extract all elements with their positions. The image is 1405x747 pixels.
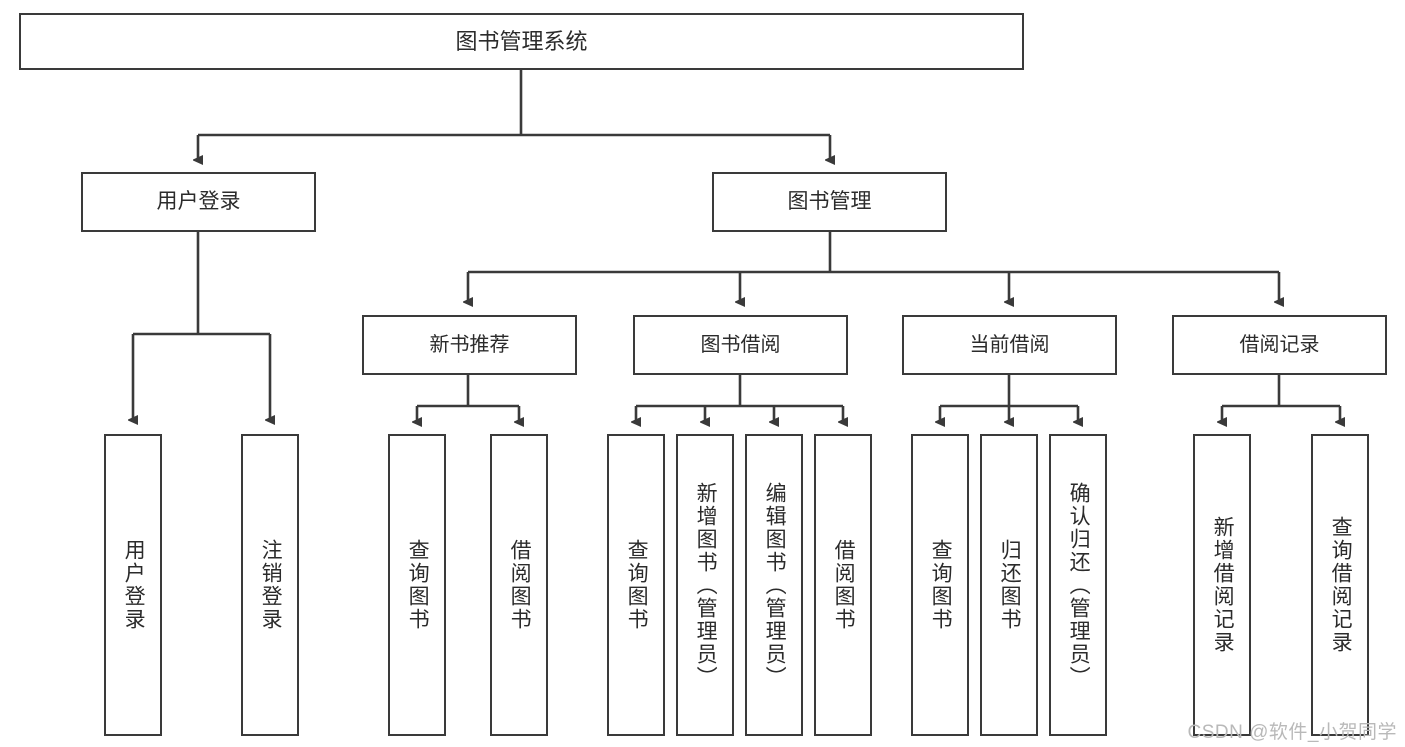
node-book-manage-label: 图书管理 — [787, 189, 872, 213]
csdn-watermark: CSDN @软件_小贺同学 — [1187, 722, 1397, 743]
node-leaf-borrow-book-2[interactable]: 借阅图书 — [814, 434, 872, 736]
node-leaf-add-book-label: 新增图书（管理员） — [694, 481, 718, 689]
node-leaf-user-logout-label: 注销登录 — [259, 539, 283, 631]
node-leaf-query-book-3[interactable]: 查询图书 — [911, 434, 969, 736]
node-borrow-record[interactable]: 借阅记录 — [1172, 315, 1387, 375]
node-leaf-confirm-return[interactable]: 确认归还（管理员） — [1049, 434, 1107, 736]
node-leaf-query-book-1[interactable]: 查询图书 — [388, 434, 446, 736]
node-book-borrow[interactable]: 图书借阅 — [633, 315, 848, 375]
node-leaf-edit-book-label: 编辑图书（管理员） — [763, 481, 787, 689]
node-user-login[interactable]: 用户登录 — [81, 172, 316, 232]
node-leaf-query-book-2[interactable]: 查询图书 — [607, 434, 665, 736]
node-root[interactable]: 图书管理系统 — [19, 13, 1024, 70]
node-leaf-user-logout[interactable]: 注销登录 — [241, 434, 299, 736]
node-leaf-add-book[interactable]: 新增图书（管理员） — [676, 434, 734, 736]
node-leaf-return-book[interactable]: 归还图书 — [980, 434, 1038, 736]
node-leaf-add-record-label: 新增借阅记录 — [1211, 516, 1235, 654]
node-leaf-user-login-label: 用户登录 — [122, 539, 146, 631]
node-borrow-record-label: 借阅记录 — [1239, 333, 1320, 356]
node-book-borrow-label: 图书借阅 — [700, 333, 781, 356]
node-leaf-borrow-book-2-label: 借阅图书 — [832, 539, 856, 631]
node-new-book-rec-label: 新书推荐 — [429, 333, 510, 356]
node-leaf-query-book-2-label: 查询图书 — [625, 539, 649, 631]
node-leaf-query-book-3-label: 查询图书 — [929, 539, 953, 631]
node-leaf-borrow-book-1-label: 借阅图书 — [508, 539, 532, 631]
node-leaf-edit-book[interactable]: 编辑图书（管理员） — [745, 434, 803, 736]
node-leaf-query-record[interactable]: 查询借阅记录 — [1311, 434, 1369, 736]
node-root-label: 图书管理系统 — [455, 28, 588, 54]
node-leaf-borrow-book-1[interactable]: 借阅图书 — [490, 434, 548, 736]
node-leaf-user-login[interactable]: 用户登录 — [104, 434, 162, 736]
node-current-borrow[interactable]: 当前借阅 — [902, 315, 1117, 375]
node-user-login-label: 用户登录 — [156, 189, 241, 213]
node-new-book-rec[interactable]: 新书推荐 — [362, 315, 577, 375]
node-leaf-query-book-1-label: 查询图书 — [406, 539, 430, 631]
node-current-borrow-label: 当前借阅 — [969, 333, 1050, 356]
node-book-manage[interactable]: 图书管理 — [712, 172, 947, 232]
node-leaf-confirm-return-label: 确认归还（管理员） — [1067, 481, 1091, 689]
node-leaf-return-book-label: 归还图书 — [998, 539, 1022, 631]
node-leaf-add-record[interactable]: 新增借阅记录 — [1193, 434, 1251, 736]
node-leaf-query-record-label: 查询借阅记录 — [1329, 516, 1353, 654]
